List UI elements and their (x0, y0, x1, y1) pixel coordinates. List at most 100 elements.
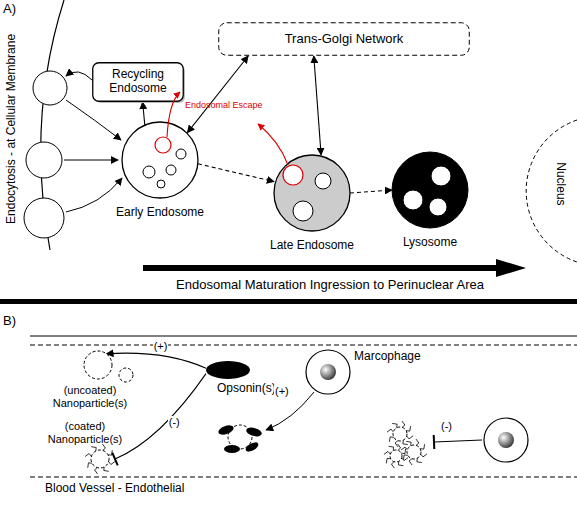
drawing-part (403, 440, 408, 444)
drawing-part (389, 437, 393, 442)
text-label: Nucleus (553, 124, 567, 244)
drawing-part (224, 445, 240, 453)
drawing-part (122, 122, 198, 198)
coated-nanoparticle-cluster (384, 421, 427, 468)
drawing-part (398, 444, 401, 450)
drawing-part (395, 441, 398, 447)
text-label: (+) (274, 385, 290, 398)
drawing-part (386, 458, 390, 463)
maturation-arrow (143, 259, 526, 277)
connector (115, 374, 206, 459)
drawing-part (33, 71, 67, 105)
text-label: Endosomal Maturation Ingression to Perin… (130, 278, 530, 293)
drawing-part (392, 152, 468, 228)
drawing-part (93, 63, 184, 102)
drawing-part (157, 180, 165, 188)
drawing-part (391, 462, 394, 468)
separator-bar (0, 299, 577, 304)
connector (143, 102, 145, 125)
drawing-part (91, 450, 109, 468)
drawing-part (66, 100, 121, 140)
drawing-part (390, 450, 402, 462)
drawing-part (283, 165, 303, 185)
text-label: Endosomal Escape (185, 100, 263, 110)
drawing-part (30, 336, 577, 337)
drawing-part (401, 447, 407, 450)
shape-area (85, 444, 115, 474)
drawing-part (30, 345, 577, 346)
drawing-part (421, 454, 427, 457)
shape-area (206, 361, 250, 379)
drawing-part (498, 432, 514, 448)
drawing-part (64, 160, 118, 161)
text-label: Blood Vessel - Endothelial (45, 482, 184, 496)
node-shape: Marcophage (300, 340, 420, 400)
drawing-part (143, 265, 498, 271)
node-shape: Lysosome (375, 150, 485, 260)
text-label: (-) (440, 420, 453, 433)
nucleus-outline (526, 120, 577, 262)
drawing-part (416, 439, 419, 445)
node-shape: Early Endosome (105, 120, 215, 230)
text-label: Endocytosis - at Cellular Membrane (5, 9, 19, 249)
connector (350, 190, 392, 193)
drawing-part (166, 165, 176, 175)
node-label: (coated) Nanoparticle(s) (40, 420, 130, 445)
node-label: Early Endosome (105, 206, 215, 220)
shape-area (122, 122, 198, 198)
text-wrap: Recycling Endosome (92, 62, 184, 102)
drawing-part (402, 421, 405, 427)
cell-membrane (24, 0, 67, 250)
drawing-part (407, 436, 413, 439)
drawing-part (407, 445, 421, 459)
node-shape: Late Endosome (257, 153, 367, 263)
shape-area (306, 350, 350, 394)
drawing-part (387, 429, 393, 432)
drawing-part (30, 477, 577, 478)
text-label: A) (3, 2, 16, 17)
drawing-part (85, 454, 91, 457)
macrophage-opsonize-arrow (266, 392, 314, 430)
opsonized-nanoparticle (217, 424, 263, 454)
macrophage-inhibit-line (434, 440, 482, 442)
connector (187, 56, 248, 133)
drawing-part (398, 461, 403, 465)
drawing-part (26, 142, 62, 178)
node-shape: Recycling Endosome (92, 62, 184, 102)
drawing-part (143, 166, 155, 178)
drawing-part (104, 467, 109, 471)
connector (314, 56, 321, 155)
node-outline (300, 340, 420, 400)
drawing-part (95, 468, 98, 474)
shape-area (84, 351, 112, 379)
drawing-part (393, 427, 407, 441)
node-shape: Trans-Golgi Network (218, 22, 470, 56)
drawing-part (384, 451, 390, 454)
drawing-part (293, 201, 313, 221)
drawing-part (108, 450, 112, 455)
drawing-part (88, 463, 92, 468)
drawing-part (496, 259, 526, 277)
node-label: Late Endosome (257, 239, 367, 253)
drawing-part (484, 418, 528, 462)
drawing-part (84, 351, 112, 379)
drawing-part (245, 426, 263, 438)
drawing-part (320, 364, 336, 380)
drawing-part (402, 458, 408, 461)
drawing-part (403, 190, 423, 210)
drawing-part (406, 441, 411, 445)
drawing-part (66, 178, 122, 212)
drawing-part (66, 72, 92, 80)
node-label: (uncoated) Nanoparticle(s) (40, 384, 140, 409)
node-label: Lysosome (375, 236, 485, 250)
node-shape: Opsonin(s) (195, 358, 285, 398)
drawing-part (258, 124, 288, 165)
edge-label: (+) (153, 340, 169, 353)
drawing-part (167, 92, 180, 137)
drawing-part (109, 462, 115, 465)
drawing-part (176, 149, 186, 159)
node-shape: (coated) Nanoparticle(s) (40, 420, 140, 476)
drawing-part (417, 458, 422, 462)
edge-label: (-) (168, 416, 181, 429)
